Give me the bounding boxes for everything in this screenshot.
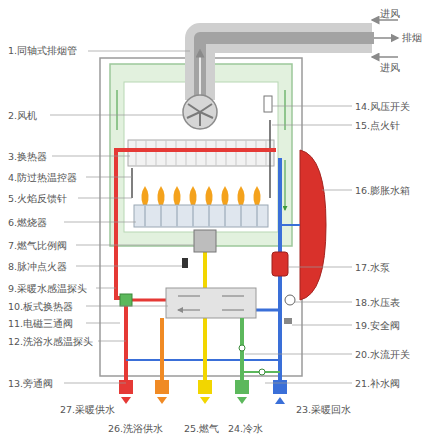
expansion-tank xyxy=(300,150,326,300)
heat-exchanger xyxy=(128,140,274,166)
flow-triangle xyxy=(157,397,167,404)
exchanger-feed-pipe xyxy=(132,299,168,302)
heating-supply-pipe xyxy=(124,304,128,380)
fan-blades xyxy=(187,104,213,126)
part-label: 排烟 xyxy=(402,32,422,43)
pressure-gauge xyxy=(285,295,295,305)
hot-water-pipe xyxy=(160,318,164,380)
part-label: 17.水泵 xyxy=(355,262,390,273)
flame xyxy=(205,186,212,205)
flame xyxy=(221,186,228,205)
burner-flames xyxy=(141,186,260,205)
connector-block xyxy=(273,380,287,394)
refill-valve xyxy=(259,369,265,375)
part-label: 9.采暖水感温探头 xyxy=(8,283,87,294)
part-label: 1.同轴式排烟管 xyxy=(8,45,77,56)
part-label: 10.板式换热器 xyxy=(8,301,73,312)
flow-triangle xyxy=(121,397,131,404)
pump xyxy=(272,252,288,276)
part-label: 25.燃气 xyxy=(184,423,219,434)
pressure-switch xyxy=(264,96,272,112)
air-in-arrow xyxy=(372,19,398,21)
flow-triangle xyxy=(237,397,247,404)
exchanger-return-pipe xyxy=(255,309,280,312)
part-label: 8.脉冲点火器 xyxy=(8,261,67,272)
burner-tubes xyxy=(145,205,257,227)
flow-triangle xyxy=(200,397,210,404)
part-label: 26.洗浴供水 xyxy=(108,423,163,434)
part-label: 7.燃气比例阀 xyxy=(8,240,67,251)
air-in-arrow xyxy=(372,56,398,58)
flue-pipe-outer xyxy=(200,38,372,100)
part-label: 16.膨胀水箱 xyxy=(355,185,410,196)
flame xyxy=(173,186,180,205)
part-label: 24.冷水 xyxy=(228,423,263,434)
part-label: 23.采暖回水 xyxy=(296,404,351,415)
part-label: 3.换热器 xyxy=(8,151,47,162)
flue-arrow xyxy=(199,50,201,95)
part-label: 19.安全阀 xyxy=(355,320,400,331)
flue-pipe-inner xyxy=(200,38,374,100)
flow-switch xyxy=(239,345,245,351)
part-label: 21.补水阀 xyxy=(355,378,400,389)
flow-triangle xyxy=(275,397,285,404)
part-label: 15.点火针 xyxy=(355,120,400,131)
part-label: 20.水流开关 xyxy=(355,349,410,360)
part-label: 2.风机 xyxy=(8,110,37,121)
part-label: 12.洗浴水感温探头 xyxy=(8,336,93,347)
part-label: 6.燃烧器 xyxy=(8,217,47,228)
flame xyxy=(189,186,196,205)
part-label: 11.电磁三通阀 xyxy=(8,318,73,329)
three-way-valve xyxy=(120,294,132,306)
ignition-pin xyxy=(132,120,270,198)
cold-water-pipe xyxy=(240,318,244,380)
part-label: 27.采暖供水 xyxy=(60,404,115,415)
flame xyxy=(157,186,164,205)
exhaust-arrow xyxy=(374,37,398,39)
exchanger-fins xyxy=(136,140,266,166)
part-label: 5.火焰反馈针 xyxy=(8,193,67,204)
leader-line xyxy=(50,51,352,383)
igniter xyxy=(182,258,188,268)
exchanger-arrows xyxy=(178,296,244,310)
inner-chamber xyxy=(124,82,278,232)
burner xyxy=(134,205,268,227)
connector-block xyxy=(235,380,249,394)
fan xyxy=(183,95,217,129)
connector-block xyxy=(155,380,169,394)
connector-block xyxy=(119,380,133,394)
flame xyxy=(253,186,260,205)
part-label: 进风 xyxy=(380,8,400,19)
tank-pipe xyxy=(280,224,300,226)
flame xyxy=(237,186,244,205)
part-label: 进风 xyxy=(380,62,400,73)
plate-exchanger xyxy=(166,288,256,318)
boiler-casing xyxy=(100,58,302,376)
heating-supply-pipe xyxy=(116,150,276,298)
gas-valve xyxy=(194,230,216,252)
part-label: 13.旁通阀 xyxy=(8,378,53,389)
flame xyxy=(141,186,148,205)
part-label: 14.风压开关 xyxy=(355,101,410,112)
connector-block xyxy=(198,380,212,394)
part-label: 18.水压表 xyxy=(355,297,400,308)
part-label: 4.防过热温控器 xyxy=(8,172,77,183)
safety-valve xyxy=(284,318,292,324)
